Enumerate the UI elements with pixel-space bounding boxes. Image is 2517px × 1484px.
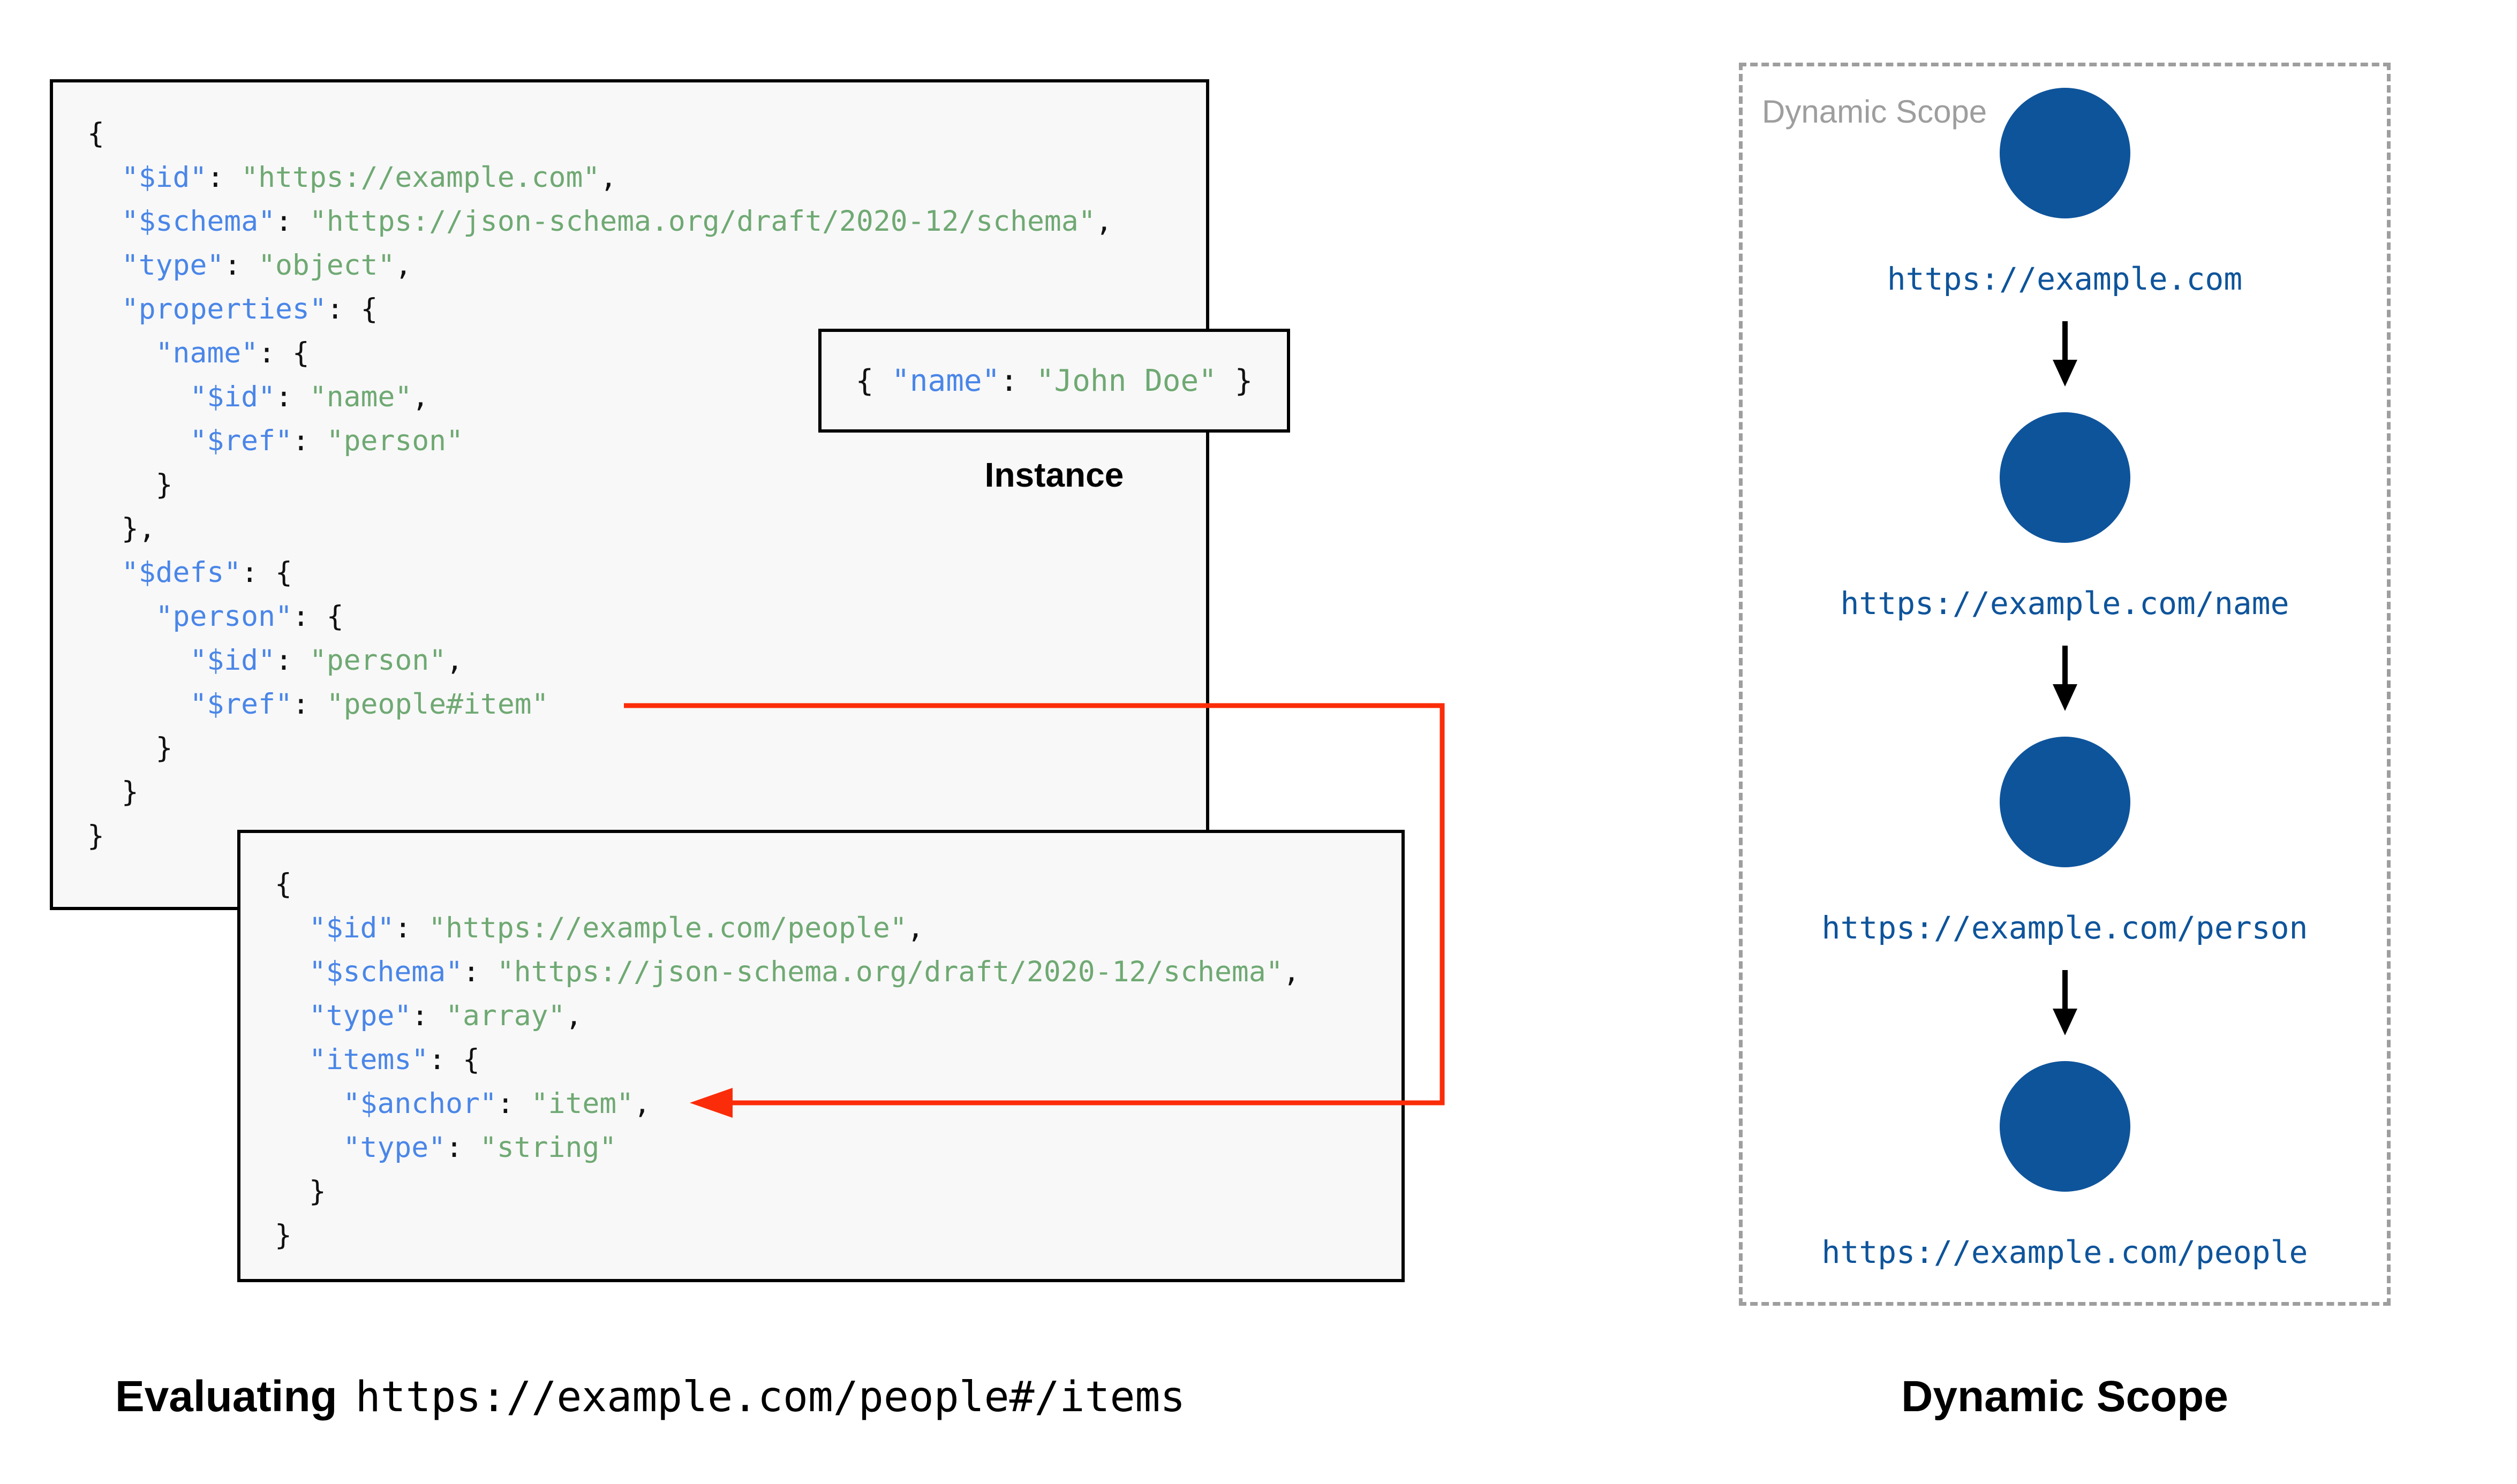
code-line: "$id": "https://example.com", bbox=[121, 161, 617, 194]
schema1-code-box: { "$id": "https://example.com", "$schema… bbox=[50, 79, 1209, 910]
code-line: "$id": "https://example.com/people", bbox=[308, 912, 924, 944]
scope-node-url: https://example.com/people bbox=[1821, 1234, 2308, 1270]
down-arrow-icon bbox=[2052, 321, 2078, 389]
code-line: "$ref": "person" bbox=[190, 425, 464, 457]
scope-node-url: https://example.com/person bbox=[1821, 910, 2308, 946]
code-line: "$ref": "people#item" bbox=[190, 688, 549, 721]
code-line: }, bbox=[87, 512, 156, 545]
code-line: "items": { bbox=[308, 1043, 480, 1076]
code-line: "type": "object", bbox=[121, 249, 412, 282]
code-line: "$anchor": "item", bbox=[343, 1087, 651, 1120]
down-arrow-icon bbox=[2052, 970, 2078, 1038]
schema1-code: { "$id": "https://example.com", "$schema… bbox=[87, 112, 1113, 858]
code-line: { bbox=[275, 868, 292, 900]
code-line: "name": { bbox=[155, 337, 310, 369]
code-line: { bbox=[87, 117, 104, 150]
scope-node-circle bbox=[1999, 88, 2130, 218]
code-line: } bbox=[275, 1175, 326, 1208]
code-line: "$schema": "https://json-schema.org/draf… bbox=[308, 956, 1300, 988]
code-line: "person": { bbox=[155, 600, 344, 633]
dynamic-scope-panel-label: Dynamic Scope bbox=[1762, 94, 1987, 130]
code-line: "$id": "person", bbox=[190, 644, 464, 677]
evaluating-caption-prefix: Evaluating bbox=[115, 1372, 337, 1421]
schema2-code: { "$id": "https://example.com/people", "… bbox=[275, 862, 1300, 1258]
down-arrow-icon bbox=[2052, 646, 2078, 713]
schema2-code-box: { "$id": "https://example.com/people", "… bbox=[237, 830, 1405, 1282]
code-line: "$id": "name", bbox=[190, 381, 429, 413]
code-line: "type": "array", bbox=[308, 1000, 583, 1032]
scope-node-circle bbox=[1999, 1061, 2130, 1192]
scope-node-circle bbox=[1999, 412, 2130, 543]
code-line: } bbox=[87, 732, 173, 764]
instance-box: { "name": "John Doe" } bbox=[818, 329, 1290, 433]
dynamic-scope-node-list: https://example.com https://example.com/n… bbox=[1743, 66, 2387, 1302]
code-line: } bbox=[87, 468, 173, 501]
code-line: "properties": { bbox=[121, 293, 378, 325]
code-line: } bbox=[87, 820, 104, 852]
dynamic-scope-caption: Dynamic Scope bbox=[1901, 1372, 2228, 1421]
evaluating-caption-uri: https://example.com/people#/items bbox=[355, 1373, 1186, 1421]
code-line: } bbox=[87, 776, 139, 808]
evaluating-caption: Evaluating https://example.com/people#/it… bbox=[115, 1372, 1185, 1422]
code-line: { "name": "John Doe" } bbox=[855, 363, 1253, 398]
instance-code: { "name": "John Doe" } bbox=[856, 364, 1253, 398]
code-line: "$schema": "https://json-schema.org/draf… bbox=[121, 205, 1113, 238]
scope-node-url: https://example.com/name bbox=[1840, 585, 2289, 622]
scope-node-circle bbox=[1999, 737, 2130, 867]
code-line: "$defs": { bbox=[121, 556, 292, 589]
instance-label: Instance bbox=[984, 456, 1124, 494]
scope-node-url: https://example.com bbox=[1887, 261, 2243, 297]
code-line: } bbox=[275, 1219, 292, 1252]
code-line: "type": "string" bbox=[343, 1131, 617, 1164]
